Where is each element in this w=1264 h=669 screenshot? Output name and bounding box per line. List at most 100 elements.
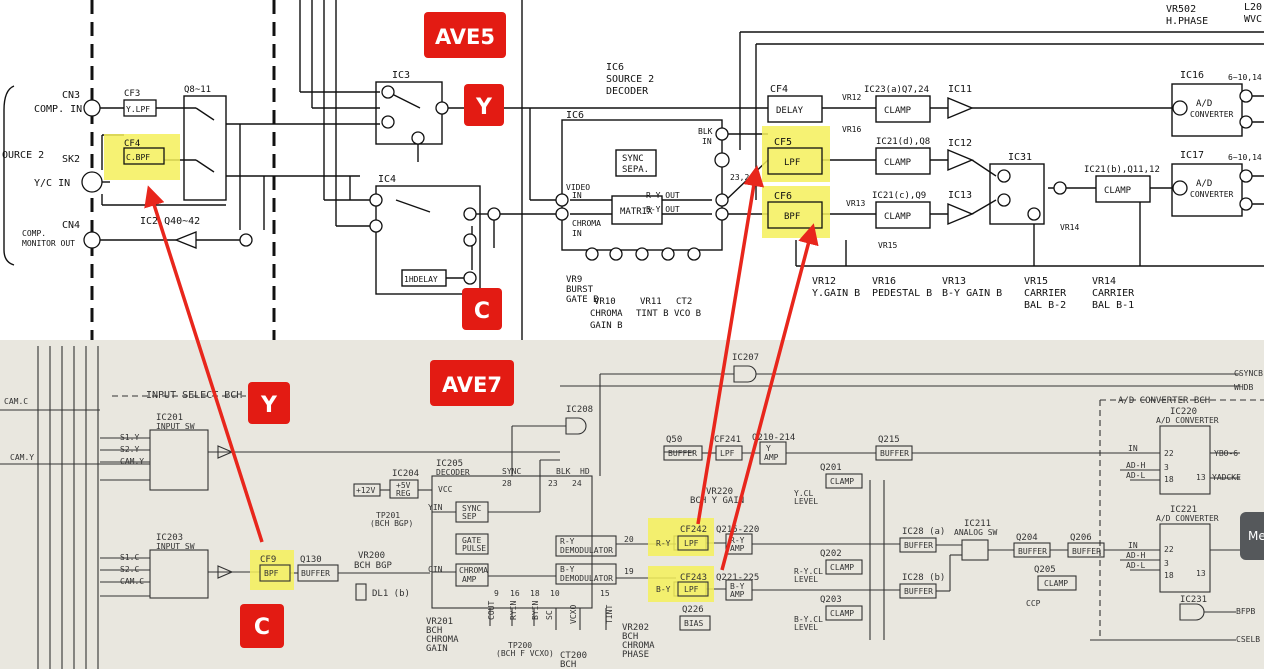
reg2-label: REG — [396, 489, 411, 498]
ic6-title3: DECODER — [606, 86, 649, 97]
bl-vr15: VR15 — [1024, 276, 1048, 287]
ic205-label: IC205 — [436, 459, 463, 469]
burst-label: BURST — [566, 285, 594, 295]
arrow-cf9-to-cf4 — [144, 185, 264, 543]
ryin-label: RYIN — [509, 601, 518, 620]
q205-clamp: CLAMP — [1044, 579, 1068, 588]
ic220-label: IC220 — [1170, 407, 1197, 417]
side-panel-tab[interactable]: Me — [1240, 512, 1264, 560]
ic31-label: IC31 — [1008, 152, 1032, 163]
ry-demod-2: DEMODULATOR — [560, 546, 613, 555]
bamp-2: AMP — [730, 590, 745, 599]
vr201-1: VR201 — [426, 617, 453, 627]
sc-label: SC — [545, 610, 554, 620]
cf242-label: CF242 — [680, 525, 707, 535]
ad220-n22: 22 — [1164, 449, 1174, 458]
ic220-sub: A/D CONVERTER — [1156, 416, 1219, 425]
top-c-tag-text: C — [474, 299, 490, 324]
by-label: B-Y — [656, 585, 671, 594]
yc-in-label: Y/C IN — [34, 178, 70, 189]
adc17-label: A/D — [1196, 179, 1212, 189]
pin-20: 20 — [624, 535, 634, 544]
cf9-highlight — [250, 550, 294, 590]
ad221-h: AD-H — [1126, 551, 1145, 560]
cf4-highlight — [104, 134, 180, 180]
tp200-1: TP200 — [508, 641, 532, 650]
rycl-2: LEVEL — [794, 575, 818, 584]
ic203-sub: INPUT SW — [156, 542, 195, 551]
q215-buffer: BUFFER — [880, 449, 909, 458]
ad221-l: AD-L — [1126, 561, 1145, 570]
ave7-tag-text: AVE7 — [442, 373, 502, 397]
vr16-label: VR16 — [842, 125, 861, 134]
ic13-label: IC13 — [948, 190, 972, 201]
ad-title: A/D CONVERTER BCH — [1118, 396, 1210, 406]
l20-label: L20 — [1244, 2, 1262, 13]
cf5-box-label: LPF — [784, 158, 800, 168]
cf242-box — [677, 535, 709, 551]
top-wiring — [3, 0, 1264, 340]
ad221-n22: 22 — [1164, 545, 1174, 554]
cf241-lpf: LPF — [720, 449, 735, 458]
cf4-right-label: CF4 — [770, 84, 788, 95]
conv16-label: CONVERTER — [1190, 110, 1234, 119]
analog-sw-label: ANALOG SW — [954, 528, 998, 537]
cselb-label: CSELB — [1236, 635, 1260, 644]
ic28a-buffer: BUFFER — [904, 541, 933, 550]
ct2-label: CT2 — [676, 297, 692, 307]
clamp1-ic-label: IC23(a)Q7,24 — [864, 85, 929, 95]
ic221-label: IC221 — [1170, 505, 1197, 515]
vco-b-label: VCO B — [674, 309, 701, 319]
bl-vr12: VR12 — [812, 276, 836, 287]
vr202-1: VR202 — [622, 623, 649, 633]
q215-label: Q215 — [878, 435, 900, 445]
ad221-n18: 18 — [1164, 571, 1174, 580]
top-c-tag — [462, 288, 502, 330]
bl-ygain: Y.GAIN B — [812, 288, 860, 299]
q201-clamp: CLAMP — [830, 477, 854, 486]
delay-box-label: DELAY — [776, 106, 804, 116]
yamp-2: AMP — [764, 453, 779, 462]
ic208-label: IC208 — [566, 405, 593, 415]
bl-vr13: VR13 — [942, 276, 966, 287]
whdb-label: WHDB — [1234, 383, 1253, 392]
gain-b-label: GAIN B — [590, 321, 623, 331]
cf4-label: CF4 — [124, 139, 140, 149]
vr202-4: PHASE — [622, 650, 649, 660]
in201-1: S1.Y — [120, 433, 139, 442]
in201-2: S2.Y — [120, 445, 139, 454]
cf243-highlight — [648, 566, 714, 602]
chroma-amp-2: AMP — [462, 575, 477, 584]
ic17-label: IC17 — [1180, 150, 1204, 161]
tp201-label: TP201 — [376, 511, 400, 520]
pin-18: 18 — [530, 589, 540, 598]
q202-clamp: CLAMP — [830, 563, 854, 572]
top-y-tag — [464, 84, 504, 126]
source-label: OURCE 2 — [2, 150, 44, 161]
bottom-wiring — [0, 346, 1264, 669]
q8-label: Q8~11 — [184, 85, 211, 95]
ic207-label: IC207 — [732, 353, 759, 363]
bottom-schematic-bg — [0, 340, 1264, 669]
vr200-label: VR200 — [358, 551, 385, 561]
clamp3-label: CLAMP — [884, 212, 912, 222]
input-select-label: INPUT SELECT BCH — [146, 390, 242, 401]
csync-label: CSYNCB — [1234, 369, 1263, 378]
ry-out-label: R-Y OUT — [646, 191, 680, 200]
pin-16: 16 — [510, 589, 520, 598]
sync-sep-1: SYNC — [462, 504, 481, 513]
ic203-label: IC203 — [156, 533, 183, 543]
cin-label: CIN — [428, 565, 443, 574]
in203-1: S1.C — [120, 553, 139, 562]
bch-y-gain: BCH Y GAIN — [690, 496, 744, 506]
cf5-highlight — [762, 126, 830, 182]
pin-19: 19 — [624, 567, 634, 576]
bl-bal1: BAL B-1 — [1092, 300, 1134, 311]
top-pins — [81, 85, 1253, 285]
vcc-label: VCC — [438, 485, 453, 494]
camc-label: CAM.C — [4, 397, 28, 406]
wvc-label: WVC — [1244, 14, 1262, 25]
gate-pulse-2: PULSE — [462, 544, 486, 553]
dl1-label: DL1 (b) — [372, 589, 410, 599]
ic28b-label: IC28 (b) — [902, 573, 945, 583]
